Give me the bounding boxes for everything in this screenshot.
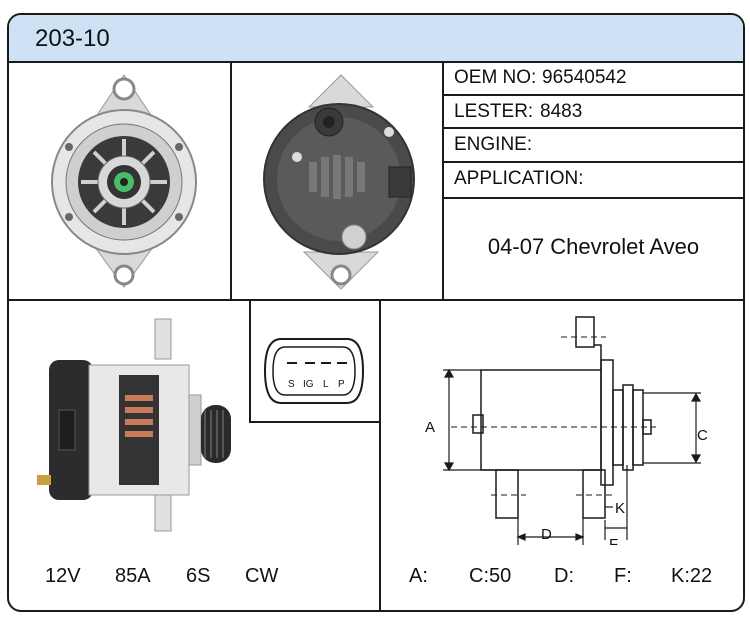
connector-pin-label-p: P [338, 379, 345, 390]
dimension-a-entry: A: [409, 565, 428, 588]
dimension-k-label: K [615, 500, 625, 517]
application-label: APPLICATION: [454, 168, 584, 189]
connector-pin-label-l: L [323, 379, 329, 390]
dimension-a-key: A: [409, 565, 428, 587]
divider [444, 127, 743, 129]
divider [249, 301, 251, 421]
oem-value: 96540542 [542, 67, 627, 88]
connector-pin-label-ig: IG [303, 379, 314, 390]
oem-label: OEM NO: [454, 67, 537, 88]
dimension-f-entry: F: [614, 565, 632, 588]
rotation-spec: CW [245, 565, 279, 587]
lester-row: LESTER: 8483 [444, 96, 743, 129]
vehicle-application: 04-07 Chevrolet Aveo [487, 234, 700, 259]
connector-pin-label-s: S [288, 379, 295, 390]
oem-number-row: OEM NO: 96540542 [444, 62, 743, 95]
divider [444, 161, 743, 163]
product-spec-card: 203-10 OEM NO: 96540542 LESTER: 8483 ENG… [7, 13, 745, 612]
dimension-f-key: F: [614, 565, 632, 587]
divider [379, 301, 381, 610]
lester-label: LESTER: [454, 101, 534, 122]
dimension-c-key: C: [469, 565, 489, 587]
engine-row: ENGINE: [444, 129, 743, 162]
voltage-spec: 12V [45, 565, 81, 587]
header-bar: 203-10 [9, 15, 743, 63]
dimension-f-label: F [609, 536, 618, 545]
pulley-spec: 6S [186, 565, 211, 587]
divider [444, 94, 743, 96]
dimension-d-label: D [541, 526, 552, 543]
dimension-c-entry: C:50 [469, 565, 511, 588]
divider [249, 421, 381, 423]
dimension-drawing: A C D F K [425, 316, 708, 545]
divider [444, 197, 743, 199]
engine-label: ENGINE: [454, 134, 533, 155]
dimension-c-value: 50 [489, 565, 512, 587]
part-number-title: 203-10 [35, 25, 110, 52]
dimension-d-key: D: [554, 565, 574, 587]
dimension-k-value: 22 [689, 565, 713, 587]
alternator-side-image [37, 318, 231, 532]
dimension-d-entry: D: [554, 565, 574, 588]
divider [9, 299, 743, 301]
connector-diagram: S IG L P [263, 338, 365, 404]
dimension-k-key: K: [671, 565, 690, 587]
amperage-spec: 85A [115, 565, 151, 587]
lester-value: 8483 [540, 101, 583, 122]
application-row: APPLICATION: [444, 163, 743, 196]
dimension-c-label: C [697, 427, 708, 444]
divider [230, 61, 232, 299]
alternator-rear-image [263, 74, 415, 290]
dimension-k-entry: K:22 [671, 565, 712, 588]
alternator-front-image [51, 74, 197, 288]
dimension-a-label: A [425, 419, 435, 436]
divider [442, 61, 444, 299]
